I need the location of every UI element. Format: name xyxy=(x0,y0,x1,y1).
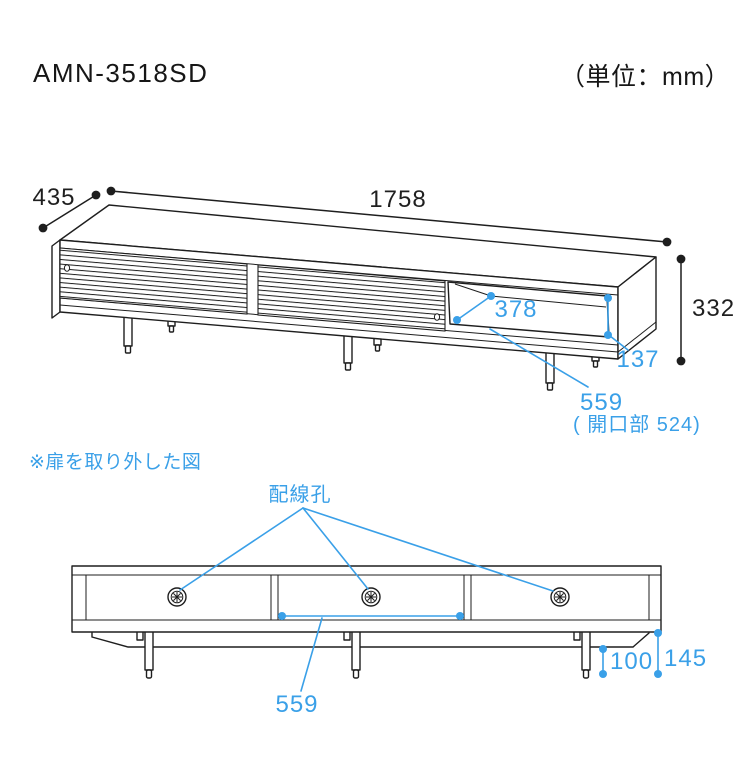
right-louver-door xyxy=(257,264,446,332)
cable-hole-middle-icon xyxy=(361,587,381,607)
cable-hole-callout: 配線孔 xyxy=(179,483,554,592)
dim-shelf-depth-label: 378 xyxy=(494,296,537,323)
door-handle-left xyxy=(63,264,71,272)
depth-dimension: 435 xyxy=(32,184,101,233)
unit-label: （単位：mm） xyxy=(560,63,731,91)
shelf-depth-dimension: 378 xyxy=(453,292,537,324)
dim-base-clearance-label: 145 xyxy=(664,645,707,672)
width-dimension: 1758 xyxy=(106,186,672,247)
opening-width-note: ( 開口部 524) xyxy=(573,413,701,436)
front-view-drawing: 配線孔 559 100 145 xyxy=(71,483,707,718)
dim-width-label: 1758 xyxy=(369,186,426,213)
dim-shelf-height-label: 137 xyxy=(616,346,659,373)
shelf-height-dimension: 137 xyxy=(604,294,659,373)
height-dimension: 332 xyxy=(676,254,735,366)
dim-height-label: 332 xyxy=(692,295,735,322)
right-end-face xyxy=(617,256,657,360)
left-louver-door xyxy=(59,247,248,315)
perspective-drawing: 435 1758 332 378 137 xyxy=(32,184,735,436)
center-opening-dimension: 559 xyxy=(275,612,464,718)
doors-removed-caption: ※扉を取り外した図 xyxy=(29,452,202,473)
cable-hole-label: 配線孔 xyxy=(269,483,332,506)
left-end-face xyxy=(51,239,61,319)
door-handle-right xyxy=(433,313,441,321)
dim-leg-height-label: 100 xyxy=(610,648,653,675)
dim-depth-label: 435 xyxy=(32,184,75,211)
leg-height-dimension: 100 xyxy=(599,645,653,678)
base-clearance-dimension: 145 xyxy=(654,629,707,678)
model-number: AMN-3518SD xyxy=(33,58,209,88)
tv-board-legs-front xyxy=(136,630,591,679)
dim-shelf-width-label: 559 xyxy=(580,389,623,416)
dim-center-opening-label: 559 xyxy=(275,691,318,718)
shelf-width-dimension: 559 ( 開口部 524) xyxy=(489,328,701,436)
cable-hole-left-icon xyxy=(167,587,187,607)
cable-hole-right-icon xyxy=(550,587,570,607)
apron-outline xyxy=(91,631,650,648)
